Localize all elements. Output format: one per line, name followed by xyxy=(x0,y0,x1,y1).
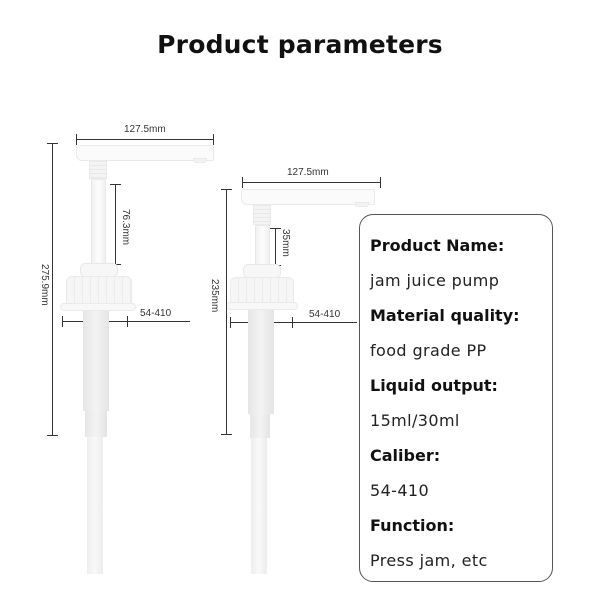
stroke-label: 35mm xyxy=(280,229,291,257)
stroke-dimension-line xyxy=(275,228,276,266)
caliber-label: 54-410 xyxy=(309,309,341,320)
spec-label-product-name: Product Name: xyxy=(370,236,505,255)
caliber-dimension-tick xyxy=(230,317,231,328)
stroke-dimension-tick xyxy=(110,184,121,185)
caliber-dimension-tick xyxy=(292,317,293,328)
spec-value-material: food grade PP xyxy=(370,341,487,360)
caliber-dimension-tick xyxy=(62,316,63,327)
pump-neck xyxy=(89,161,107,179)
pump-head xyxy=(241,189,375,205)
pump-stem xyxy=(91,179,106,265)
nozzle-tip xyxy=(355,202,369,207)
caliber-dimension-line xyxy=(230,322,357,323)
width-dimension-line xyxy=(242,182,381,183)
width-label: 127.5mm xyxy=(287,167,329,178)
stroke-dimension-tick xyxy=(270,228,281,229)
pump-stem xyxy=(255,225,270,265)
pump-cap xyxy=(66,276,132,306)
pump-collar xyxy=(243,264,281,278)
pump-cap xyxy=(230,277,294,305)
spec-value-liquid-output: 15ml/30ml xyxy=(370,411,460,430)
spec-value-product-name: jam juice pump xyxy=(370,271,500,290)
pump-cylinder-tip xyxy=(85,411,107,437)
width-dimension-tick xyxy=(380,177,381,188)
width-dimension-tick xyxy=(76,134,77,145)
nozzle-tip xyxy=(193,158,207,163)
height-label: 235mm xyxy=(209,279,220,313)
spec-value-caliber: 54-410 xyxy=(370,481,430,500)
caliber-label: 54-410 xyxy=(140,308,172,319)
stroke-dimension-line xyxy=(115,184,116,265)
caliber-dimension-tick xyxy=(127,316,128,327)
pump-cylinder-tip xyxy=(250,414,270,438)
spec-card: Product Name: jam juice pump Material qu… xyxy=(359,214,553,582)
spec-label-liquid-output: Liquid output: xyxy=(370,376,498,395)
caliber-dimension-line xyxy=(62,321,190,322)
dip-tube xyxy=(87,437,103,574)
page-title: Product parameters xyxy=(157,30,443,59)
pump-neck xyxy=(253,205,271,225)
height-dimension-line xyxy=(52,143,53,436)
cap-rim xyxy=(60,303,136,311)
height-dimension-tick xyxy=(47,435,58,436)
width-dimension-tick xyxy=(242,177,243,188)
height-dimension-tick xyxy=(221,189,232,190)
dip-tube xyxy=(251,438,267,574)
spec-value-function: Press jam, etc xyxy=(370,551,488,570)
pump-cylinder xyxy=(248,310,274,414)
height-dimension-line xyxy=(226,189,227,435)
stroke-label: 76.3mm xyxy=(120,209,131,246)
spec-label-material: Material quality: xyxy=(370,306,520,325)
pump-cylinder xyxy=(83,311,109,411)
spec-label-caliber: Caliber: xyxy=(370,446,441,465)
width-dimension-tick xyxy=(213,134,214,145)
width-label: 127.5mm xyxy=(124,124,166,135)
cap-rim xyxy=(226,302,298,310)
pump-collar xyxy=(80,263,118,277)
width-dimension-line xyxy=(76,139,214,140)
height-label: 275.9mm xyxy=(39,264,50,306)
spec-label-function: Function: xyxy=(370,516,455,535)
height-dimension-tick xyxy=(221,434,232,435)
height-dimension-tick xyxy=(47,143,58,144)
pump-head xyxy=(76,145,214,161)
